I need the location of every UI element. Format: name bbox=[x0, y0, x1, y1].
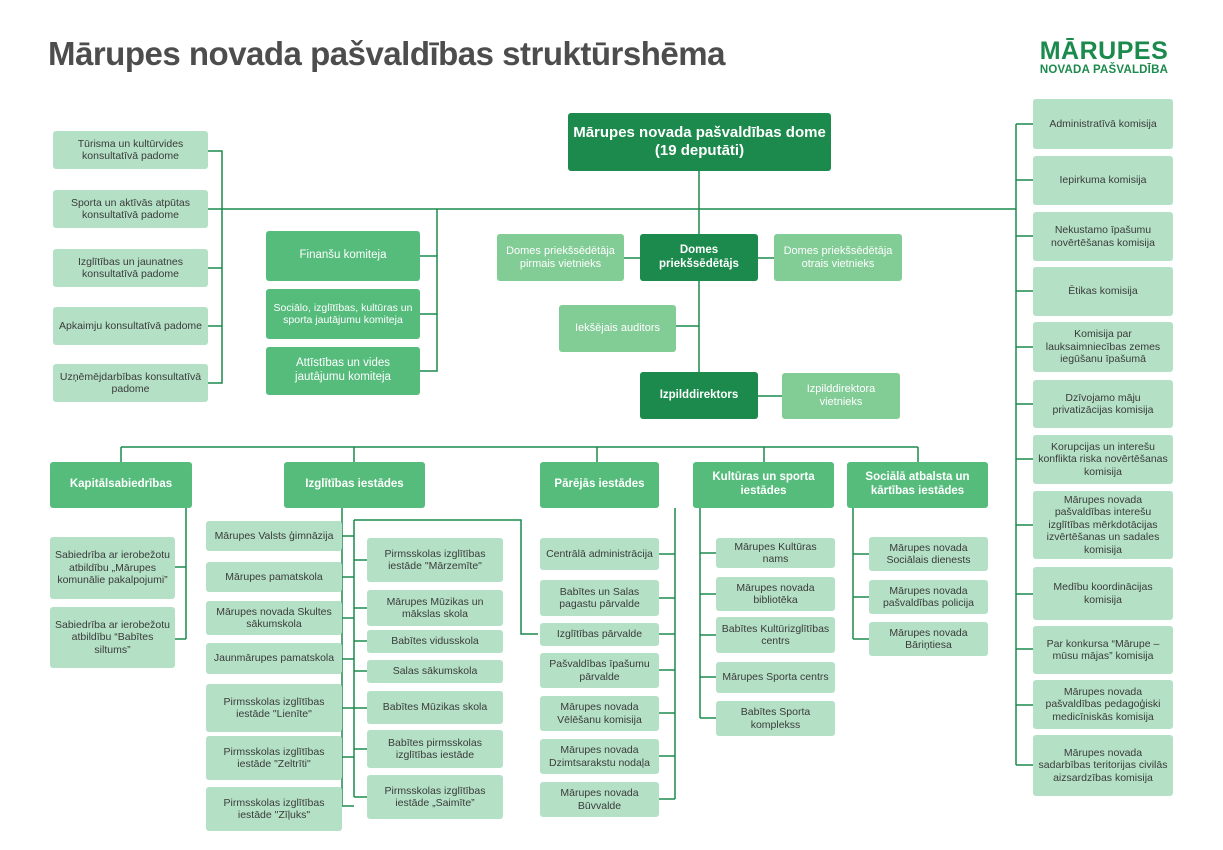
culture-item: Babītes Kultūrizglītības centrs bbox=[716, 617, 835, 653]
education-item: Mārupes pamatskola bbox=[206, 562, 342, 592]
committee-box: Sociālo, izglītības, kultūras un sporta … bbox=[266, 289, 420, 339]
commission-box: Par konkursa “Mārupe – mūsu mājas” komis… bbox=[1033, 626, 1173, 674]
director-box: Izpilddirektors bbox=[640, 372, 758, 419]
council-box: Sporta un aktīvās atpūtas konsultatīvā p… bbox=[53, 190, 208, 228]
capital-item: Sabiedrība ar ierobežotu atbildību “Babī… bbox=[50, 607, 175, 668]
commission-box: Medību koordinācijas komisija bbox=[1033, 567, 1173, 620]
commission-box: Nekustamo īpašumu novērtēšanas komisija bbox=[1033, 212, 1173, 261]
director-deputy-box: Izpilddirektora vietnieks bbox=[782, 373, 900, 419]
other-item: Babītes un Salas pagastu pārvalde bbox=[540, 580, 659, 616]
education-item: Pirmsskolas izglītības iestāde "Zīļuks" bbox=[206, 787, 342, 831]
education-item: Babītes vidusskola bbox=[367, 630, 503, 653]
social-item: Mārupes novada pašvaldības policija bbox=[869, 580, 988, 614]
other-item: Izglītības pārvalde bbox=[540, 623, 659, 646]
logo-main: MĀRUPES bbox=[1039, 37, 1169, 65]
council-box: Uzņēmējdarbības konsultatīvā padome bbox=[53, 364, 208, 402]
education-item: Jaunmārupes pamatskola bbox=[206, 643, 342, 674]
commission-box: Iepirkuma komisija bbox=[1033, 156, 1173, 205]
other-item: Mārupes novada Būvvalde bbox=[540, 782, 659, 817]
other-item: Centrālā administrācija bbox=[540, 538, 659, 570]
education-item: Babītes Mūzikas skola bbox=[367, 691, 503, 724]
education-item: Mārupes novada Skultes sākumskola bbox=[206, 601, 342, 635]
commission-box: Komisija par lauksaimniecības zemes iegū… bbox=[1033, 322, 1173, 372]
other-item: Mārupes novada Vēlēšanu komisija bbox=[540, 696, 659, 731]
education-item: Mārupes Mūzikas un mākslas skola bbox=[367, 590, 503, 626]
other-item: Mārupes novada Dzimtsarakstu nodaļa bbox=[540, 739, 659, 774]
education-item: Pirmsskolas izglītības iestāde "Zeltrīti… bbox=[206, 736, 342, 780]
logo: MĀRUPES NOVADA PAŠVALDĪBA bbox=[1038, 38, 1170, 77]
dome-box: Mārupes novada pašvaldības dome (19 depu… bbox=[568, 113, 831, 171]
commission-box: Administratīvā komisija bbox=[1033, 99, 1173, 149]
education-item: Pirmsskolas izglītības iestāde „Saimīte” bbox=[367, 775, 503, 819]
council-box: Apkaimju konsultatīvā padome bbox=[53, 307, 208, 345]
category-culture: Kultūras un sporta iestādes bbox=[693, 462, 834, 508]
commission-box: Korupcijas un interešu konflikta riska n… bbox=[1033, 435, 1173, 484]
education-item: Pirmsskolas izglītības iestāde "Mārzemīt… bbox=[367, 538, 503, 582]
logo-sub: NOVADA PAŠVALDĪBA bbox=[1039, 64, 1169, 76]
social-item: Mārupes novada Sociālais dienests bbox=[869, 537, 988, 571]
category-capital: Kapitālsabiedrības bbox=[50, 462, 192, 508]
commission-box: Mārupes novada pašvaldības pedagoģiski m… bbox=[1033, 680, 1173, 729]
commission-box: Dzīvojamo māju privatizācijas komisija bbox=[1033, 380, 1173, 428]
culture-item: Mārupes Kultūras nams bbox=[716, 538, 835, 568]
commission-box: Ētikas komisija bbox=[1033, 267, 1173, 316]
vice-second-box: Domes priekšsēdētāja otrais vietnieks bbox=[774, 234, 902, 281]
social-item: Mārupes novada Bāriņtiesa bbox=[869, 622, 988, 656]
commission-box: Mārupes novada pašvaldības interešu izgl… bbox=[1033, 491, 1173, 559]
education-item: Babītes pirmsskolas izglītības iestāde bbox=[367, 730, 503, 768]
chair-box: Domes priekšsēdētājs bbox=[640, 234, 758, 281]
council-box: Izglītības un jaunatnes konsultatīvā pad… bbox=[53, 249, 208, 287]
council-box: Tūrisma un kultūrvides konsultatīvā pado… bbox=[53, 131, 208, 169]
education-item: Pirmsskolas izglītības iestāde "Lienīte" bbox=[206, 684, 342, 732]
auditor-box: Iekšējais auditors bbox=[559, 305, 676, 352]
other-item: Pašvaldības īpašumu pārvalde bbox=[540, 653, 659, 688]
category-education: Izglītības iestādes bbox=[284, 462, 425, 508]
capital-item: Sabiedrība ar ierobežotu atbildību „Māru… bbox=[50, 537, 175, 599]
committee-box: Attīstības un vides jautājumu komiteja bbox=[266, 347, 420, 395]
category-other: Pārējās iestādes bbox=[540, 462, 659, 508]
category-social: Sociālā atbalsta un kārtības iestādes bbox=[847, 462, 988, 508]
culture-item: Mārupes novada bibliotēka bbox=[716, 577, 835, 611]
culture-item: Babītes Sporta komplekss bbox=[716, 701, 835, 736]
committee-box: Finanšu komiteja bbox=[266, 231, 420, 281]
education-item: Mārupes Valsts ģimnāzija bbox=[206, 521, 342, 551]
page-title: Mārupes novada pašvaldības struktūrshēma bbox=[48, 35, 725, 72]
culture-item: Mārupes Sporta centrs bbox=[716, 662, 835, 693]
education-item: Salas sākumskola bbox=[367, 660, 503, 683]
commission-box: Mārupes novada sadarbības teritorijas ci… bbox=[1033, 735, 1173, 796]
vice-first-box: Domes priekšsēdētāja pirmais vietnieks bbox=[497, 234, 624, 281]
